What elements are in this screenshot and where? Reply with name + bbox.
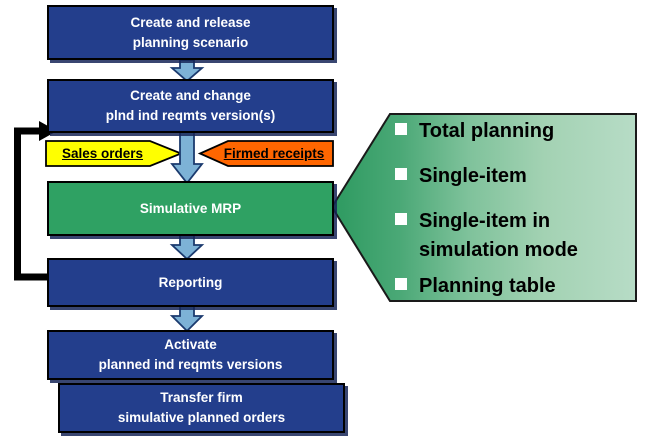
box-simulative-mrp: Simulative MRP	[47, 181, 334, 236]
firmed-receipts-label: Firmed receipts	[223, 146, 325, 161]
down-arrow-2-icon	[170, 131, 204, 185]
callout-item-single-item-simulation-label: Single-item in simulation mode	[419, 210, 578, 261]
callout-item-total-planning-label: Total planning	[419, 120, 555, 142]
sales-orders-label: Sales orders	[61, 146, 144, 161]
callout-item-planning-table: Planning table	[395, 272, 625, 301]
box-activate-label: Activate planned ind reqmts versions	[98, 337, 283, 372]
callout-arrow-shape	[330, 113, 637, 302]
square-bullet-icon	[395, 123, 407, 135]
callout-item-planning-table-label: Planning table	[419, 275, 556, 297]
feedback-loop-arrow	[14, 127, 48, 281]
box-activate: Activate planned ind reqmts versions	[47, 330, 334, 380]
firmed-receipts-arrow	[197, 140, 334, 167]
box-transfer: Transfer firm simulative planned orders	[58, 383, 345, 433]
callout-item-total-planning: Total planning	[395, 117, 625, 146]
down-arrow-4-icon	[169, 305, 205, 333]
square-bullet-icon	[395, 213, 407, 225]
down-arrow-3-icon	[169, 234, 205, 261]
down-arrow-1-icon	[169, 59, 205, 83]
callout-item-single-item-simulation: Single-item in simulation mode	[395, 207, 630, 265]
box-create-change: Create and change plnd ind reqmts versio…	[47, 79, 334, 133]
callout-item-single-item-label: Single-item	[419, 165, 527, 187]
box-create-release-label: Create and release planning scenario	[130, 14, 251, 50]
box-reporting: Reporting	[47, 258, 334, 307]
square-bullet-icon	[395, 168, 407, 180]
sales-orders-arrow	[45, 140, 184, 167]
callout-item-single-item: Single-item	[395, 162, 625, 191]
box-transfer-label: Transfer firm simulative planned orders	[117, 390, 286, 425]
square-bullet-icon	[395, 278, 407, 290]
box-create-release: Create and release planning scenario	[47, 5, 334, 60]
box-create-change-label: Create and change plnd ind reqmts versio…	[105, 88, 276, 123]
box-reporting-label: Reporting	[158, 274, 223, 290]
box-simulative-mrp-label: Simulative MRP	[139, 200, 242, 216]
